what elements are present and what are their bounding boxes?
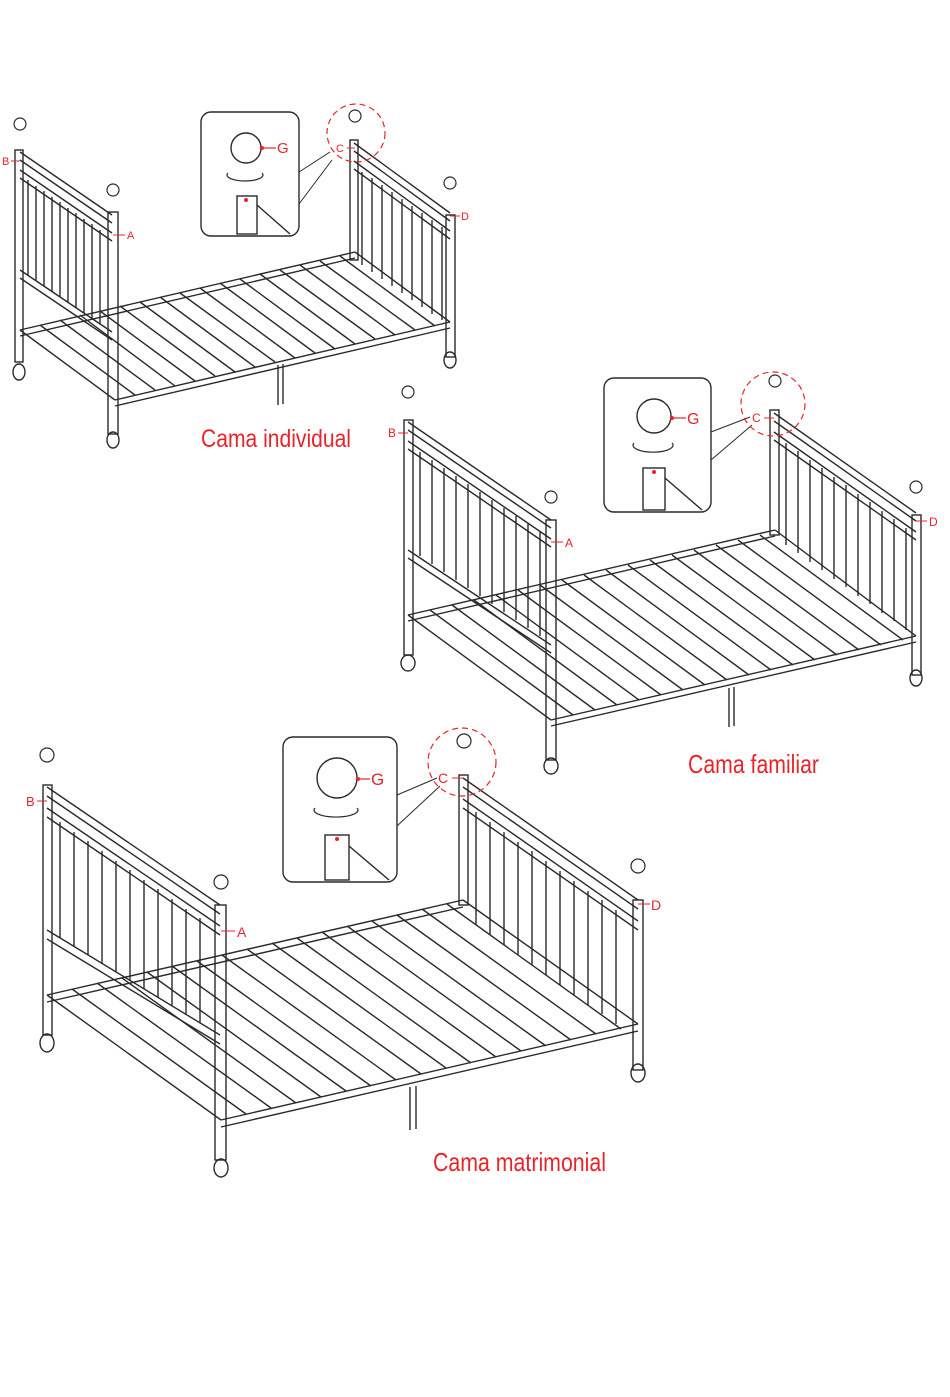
bed-title: Cama individual bbox=[201, 425, 351, 453]
label-b: B bbox=[2, 156, 9, 168]
bed-matrimonial: B A C D G Cama matrimonial bbox=[26, 728, 661, 1177]
bed-individual: B A C D G Cama individual bbox=[2, 104, 469, 453]
bed-title: Cama matrimonial bbox=[433, 1147, 606, 1177]
label-b: B bbox=[26, 794, 35, 809]
label-a: A bbox=[127, 230, 135, 242]
label-c: C bbox=[752, 411, 761, 425]
bed-familiar: B A C D G Cama familiar bbox=[388, 372, 938, 779]
label-b: B bbox=[388, 426, 396, 440]
label-a: A bbox=[565, 536, 573, 550]
bed-title: Cama familiar bbox=[688, 749, 819, 779]
detail-inset-knob bbox=[604, 378, 752, 512]
label-c: C bbox=[438, 770, 448, 786]
label-d: D bbox=[461, 211, 469, 223]
label-g: G bbox=[277, 140, 289, 157]
label-a: A bbox=[237, 924, 247, 940]
label-g: G bbox=[371, 770, 384, 789]
label-d: D bbox=[651, 897, 661, 913]
detail-inset-knob bbox=[201, 112, 332, 236]
label-d: D bbox=[929, 515, 938, 529]
label-g: G bbox=[687, 411, 699, 428]
label-c: C bbox=[336, 143, 344, 155]
detail-inset-knob bbox=[283, 737, 440, 882]
